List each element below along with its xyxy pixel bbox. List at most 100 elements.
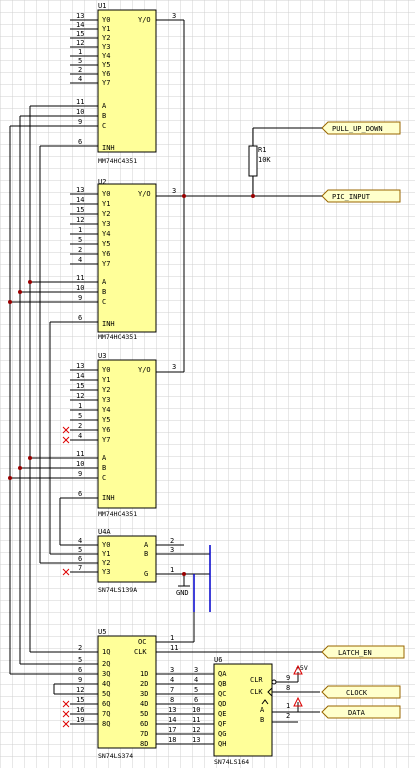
u3-body[interactable] xyxy=(97,359,157,509)
port-data[interactable]: DATA xyxy=(321,705,401,719)
u2-pin-num: 14 xyxy=(76,196,84,204)
u5-pin-num: 13 xyxy=(168,706,176,714)
u1-pin-name: B xyxy=(102,112,106,120)
gnd-label: GND xyxy=(176,589,189,597)
u6-pin-num: 2 xyxy=(286,712,290,720)
u1-pin-num: 11 xyxy=(76,98,84,106)
u4a-body[interactable] xyxy=(97,535,157,583)
component-u4a[interactable]: U4A SN74LS139A 4 5 6 7 Y0 Y1 Y2 Y3 A B G… xyxy=(70,528,210,597)
port-shape[interactable] xyxy=(321,645,405,659)
u4a-pin-num: 2 xyxy=(170,537,174,545)
u1-out-name: Y/O xyxy=(138,16,151,24)
u5-pin-name: 7Q xyxy=(102,710,110,718)
u4a-pin-num: 4 xyxy=(78,537,82,545)
port-shape[interactable] xyxy=(321,121,401,135)
u6-pin-name: QH xyxy=(218,740,226,748)
u1-pin-name: INH xyxy=(102,144,115,152)
no-connect-icon xyxy=(62,700,70,728)
u1-pin-name: Y6 xyxy=(102,70,110,78)
u6-pin-name: QE xyxy=(218,710,226,718)
u2-pin-name: Y2 xyxy=(102,210,110,218)
u5-pin-name: 4D xyxy=(140,700,148,708)
u2-pin-num: 11 xyxy=(76,274,84,282)
u3-pin-name: C xyxy=(102,474,106,482)
u2-pin-num: 1 xyxy=(78,226,82,234)
port-shape[interactable] xyxy=(321,685,401,699)
u6-pin-num: 8 xyxy=(286,684,290,692)
wires xyxy=(9,20,322,695)
u5-pin-num: 18 xyxy=(168,736,176,744)
u1-pin-name: Y5 xyxy=(102,61,110,69)
u4a-part: SN74LS139A xyxy=(98,586,137,594)
u5-pin-num: 11 xyxy=(170,644,178,652)
r1-value: 10K xyxy=(258,156,271,164)
u6-pin-num: 12 xyxy=(192,726,200,734)
u1-pin-name: C xyxy=(102,122,106,130)
u5-body[interactable] xyxy=(97,635,157,749)
port-pic-input[interactable]: PIC_INPUT xyxy=(321,189,401,203)
port-latch-en[interactable]: LATCH_EN xyxy=(321,645,405,659)
u3-pin-name: Y5 xyxy=(102,416,110,424)
u5-pin-num: 15 xyxy=(76,696,84,704)
u4a-pin-name: Y0 xyxy=(102,541,110,549)
u4a-pin-num: 1 xyxy=(170,566,174,574)
u3-pin-name: Y7 xyxy=(102,436,110,444)
u5-pin-name: 1D xyxy=(140,670,148,678)
u4a-pin-num: 7 xyxy=(78,564,82,572)
u1-pin-name: Y1 xyxy=(102,25,110,33)
bus-line xyxy=(193,545,211,612)
component-u2[interactable]: U2 MM74HC4351 13 14 15 12 1 5 2 4 11 10 … xyxy=(70,178,184,341)
u5-pin-name: 7D xyxy=(140,730,148,738)
u6-body[interactable] xyxy=(213,663,273,757)
u2-body[interactable] xyxy=(97,183,157,333)
u1-pin-num: 14 xyxy=(76,21,84,29)
vcc-arrow-icon xyxy=(293,664,303,707)
u3-pin-name: INH xyxy=(102,494,115,502)
u3-pin-num: 1 xyxy=(78,402,82,410)
u4a-pin-name: Y3 xyxy=(102,568,110,576)
no-connect-icon xyxy=(62,568,70,576)
u6-pin-num: 1 xyxy=(286,702,290,710)
u6-pin-name: B xyxy=(260,716,264,724)
u3-pin-num: 9 xyxy=(78,470,82,478)
u3-pin-num: 13 xyxy=(76,362,84,370)
u3-pin-num: 5 xyxy=(78,412,82,420)
r1-body[interactable] xyxy=(248,145,258,177)
u3-pin-name: B xyxy=(102,464,106,472)
u2-pin-name: Y4 xyxy=(102,230,110,238)
u6-pin-num: 4 xyxy=(194,676,198,684)
u3-pin-name: Y3 xyxy=(102,396,110,404)
junction-dots xyxy=(8,194,255,576)
port-shape[interactable] xyxy=(321,189,401,203)
u5-pin-num: 5 xyxy=(78,656,82,664)
port-pull-up-down[interactable]: PULL_UP_DOWN xyxy=(321,121,401,135)
r1-ref: R1 xyxy=(258,146,266,154)
u1-ref: U1 xyxy=(98,2,106,10)
u6-pin-name: QA xyxy=(218,670,227,678)
u2-pin-name: C xyxy=(102,298,106,306)
u3-pin-num: 10 xyxy=(76,460,84,468)
component-u5[interactable]: U5 SN74LS374 2 5 6 9 12 15 16 19 1Q 2Q 3… xyxy=(70,628,214,760)
port-clock[interactable]: CLOCK xyxy=(321,685,401,699)
u4a-pin-name: A xyxy=(144,541,149,549)
u5-part: SN74LS374 xyxy=(98,752,133,760)
component-u6[interactable]: U6 SN74LS164 QA QB QC QD QE QF QG QH 3 4… xyxy=(192,656,308,766)
component-u3[interactable]: U3 MM74HC4351 13 14 15 12 1 5 2 4 11 10 … xyxy=(70,352,184,518)
u2-pin-num: 5 xyxy=(78,236,82,244)
u1-body[interactable] xyxy=(97,9,157,153)
u6-pin-name: CLR xyxy=(250,676,263,684)
u5-pin-num: 9 xyxy=(78,676,82,684)
port-label: PIC_INPUT xyxy=(332,193,371,201)
u1-pin-num: 1 xyxy=(78,48,82,56)
u6-pin-num: 13 xyxy=(192,736,200,744)
u5-pin-name: 6Q xyxy=(102,700,110,708)
u1-pin-num: 2 xyxy=(78,66,82,74)
u3-pin-num: 2 xyxy=(78,422,82,430)
no-connect-icon xyxy=(62,426,70,444)
u6-pin-name: A xyxy=(260,706,265,714)
u1-pin-name: Y7 xyxy=(102,79,110,87)
u3-ref: U3 xyxy=(98,352,106,360)
u4a-pin-num: 5 xyxy=(78,546,82,554)
component-u1[interactable]: U1 MM74HC4351 13 14 15 12 1 5 2 4 11 10 … xyxy=(70,2,184,165)
port-shape[interactable] xyxy=(321,705,401,719)
